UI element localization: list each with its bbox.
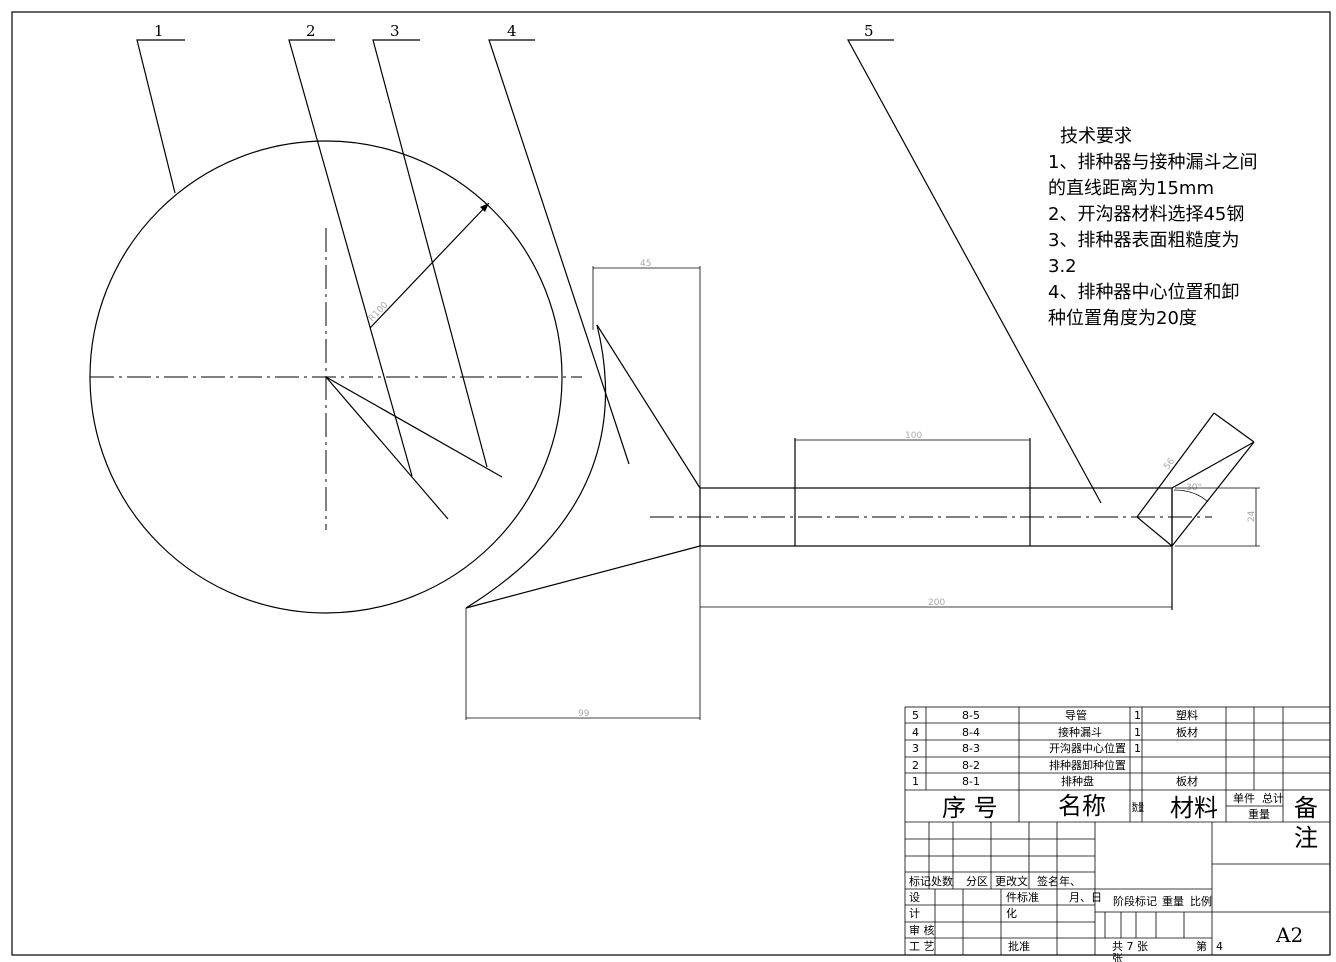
part-row: 2 8-2 排种器卸种位置 xyxy=(912,758,1126,772)
label: 总计 xyxy=(1262,791,1284,805)
label: 工 艺 xyxy=(909,940,935,953)
part-row: 3 8-3 开沟器中心位置 1 xyxy=(912,741,1141,755)
label: 开沟器中心位置 xyxy=(1049,741,1126,755)
leader-label: 5 xyxy=(864,22,874,40)
angle-line-1 xyxy=(325,376,449,520)
label: 张 xyxy=(1112,952,1123,962)
leader-2: 2 xyxy=(288,22,413,477)
label: 4 xyxy=(1216,940,1223,953)
radius-dimension xyxy=(369,202,490,329)
label: 板材 xyxy=(1176,725,1198,739)
label: 排种盘 xyxy=(1061,774,1094,788)
outlet-edge xyxy=(1213,412,1255,443)
label: 排种器卸种位置 xyxy=(1049,758,1126,772)
requirement-line: 的直线距离为15mm xyxy=(1048,178,1214,199)
leader-3: 3 xyxy=(372,22,488,468)
leader-label: 3 xyxy=(390,22,400,40)
label: 8-5 xyxy=(962,709,980,722)
label: 比例 xyxy=(1190,894,1212,908)
label: 5 xyxy=(912,709,919,722)
label: 材料 xyxy=(1170,794,1218,822)
label: 标记处数 xyxy=(909,874,953,888)
requirement-line: 2、开沟器材料选择45钢 xyxy=(1048,204,1244,225)
label: 板材 xyxy=(1176,774,1198,788)
label: 更改文 xyxy=(995,874,1028,888)
label: 分区 xyxy=(966,875,988,888)
requirement-line: 4、排种器中心位置和卸 xyxy=(1048,282,1239,303)
funnel-edge-top xyxy=(596,324,701,489)
angle-line-2 xyxy=(325,376,503,478)
funnel-arc xyxy=(465,324,607,609)
part-row: 5 8-5 导管 1 塑料 xyxy=(912,708,1198,722)
leader-label: 1 xyxy=(154,22,164,40)
requirements-title: 技术要求 xyxy=(1060,126,1132,147)
label: 名称 xyxy=(1058,792,1106,820)
leader-label: 2 xyxy=(306,22,316,40)
dim-56: 56 xyxy=(1162,456,1177,471)
dim-45: 45 xyxy=(640,259,651,269)
dim-56-line xyxy=(1136,412,1215,518)
title-block: 标记处数 分区 更改文 签名年、 件标准 月、日 设 计 化 审 核 工 艺 批… xyxy=(905,822,1330,962)
label: 备 xyxy=(1294,794,1318,822)
label: 化 xyxy=(1006,906,1017,920)
parts-list: 5 8-5 导管 1 塑料 4 8-4 接种漏斗 1 板材 3 8-3 开沟器中心位置 1 … xyxy=(904,706,1331,956)
label: 8-2 xyxy=(962,759,980,772)
leader-5: 5 xyxy=(846,22,1102,504)
label: 3 xyxy=(912,742,919,755)
outlet-edge xyxy=(1136,516,1173,547)
label: 塑料 xyxy=(1176,708,1198,722)
dim-100: 100 xyxy=(905,431,922,441)
requirement-line: 1、排种器与接种漏斗之间 xyxy=(1048,152,1257,173)
label: 8-4 xyxy=(962,726,980,739)
dim-200: 200 xyxy=(928,598,945,608)
label: 数量 xyxy=(1132,801,1144,814)
label: 重量 xyxy=(1248,807,1270,821)
arrow-icon xyxy=(480,203,489,212)
label: 第 xyxy=(1196,939,1207,953)
requirement-line: 种位置角度为20度 xyxy=(1048,308,1197,329)
label: 1 xyxy=(1134,709,1141,722)
part-row: 1 8-1 排种盘 板材 xyxy=(912,774,1198,788)
radius-label: R100 xyxy=(367,300,391,324)
label: 重量 xyxy=(1162,894,1184,908)
sheet-size: A2 xyxy=(1275,923,1303,947)
requirement-line: 3、排种器表面粗糙度为 xyxy=(1048,230,1239,251)
technical-requirements: 技术要求 1、排种器与接种漏斗之间 的直线距离为15mm 2、开沟器材料选择45… xyxy=(1048,126,1257,329)
funnel-edge-bottom xyxy=(465,545,701,609)
label: 接种漏斗 xyxy=(1058,725,1102,739)
label: 设 xyxy=(909,891,920,904)
label: 8-3 xyxy=(962,742,980,755)
label: 件标准 xyxy=(1006,890,1039,904)
angle-arc xyxy=(1173,489,1209,503)
requirement-line: 3.2 xyxy=(1048,256,1077,277)
dim-24: 24 xyxy=(1247,510,1257,522)
label: 月、日 xyxy=(1069,891,1102,904)
leader-1: 1 xyxy=(136,22,185,194)
label: 签名年、 xyxy=(1037,874,1081,888)
part-row: 4 8-4 接种漏斗 1 板材 xyxy=(912,725,1198,739)
drawing-border xyxy=(11,11,1331,956)
leader-label: 4 xyxy=(507,22,517,40)
label: 阶段标记 xyxy=(1113,894,1157,908)
dim-99: 99 xyxy=(578,709,590,719)
label: 4 xyxy=(912,726,919,739)
label: 1 xyxy=(1134,742,1141,755)
outlet-edge xyxy=(1171,441,1255,547)
label: 序 号 xyxy=(942,794,998,822)
label: 共 7 张 xyxy=(1112,940,1148,953)
leader-4: 4 xyxy=(488,22,630,465)
label: 1 xyxy=(1134,726,1141,739)
label: 1 xyxy=(912,775,919,788)
label: 8-1 xyxy=(962,775,980,788)
label: 单件 xyxy=(1233,792,1255,805)
label: 审 核 xyxy=(909,923,935,937)
label: 2 xyxy=(912,759,919,772)
parts-header: 序 号 名称 数量 材料 单件 总计 重量 备 注 xyxy=(942,791,1318,852)
label: 计 xyxy=(909,907,920,920)
outlet-edge xyxy=(1171,441,1255,489)
label: 导管 xyxy=(1065,708,1087,722)
label: 注 xyxy=(1294,824,1318,852)
label: 批准 xyxy=(1008,939,1030,953)
